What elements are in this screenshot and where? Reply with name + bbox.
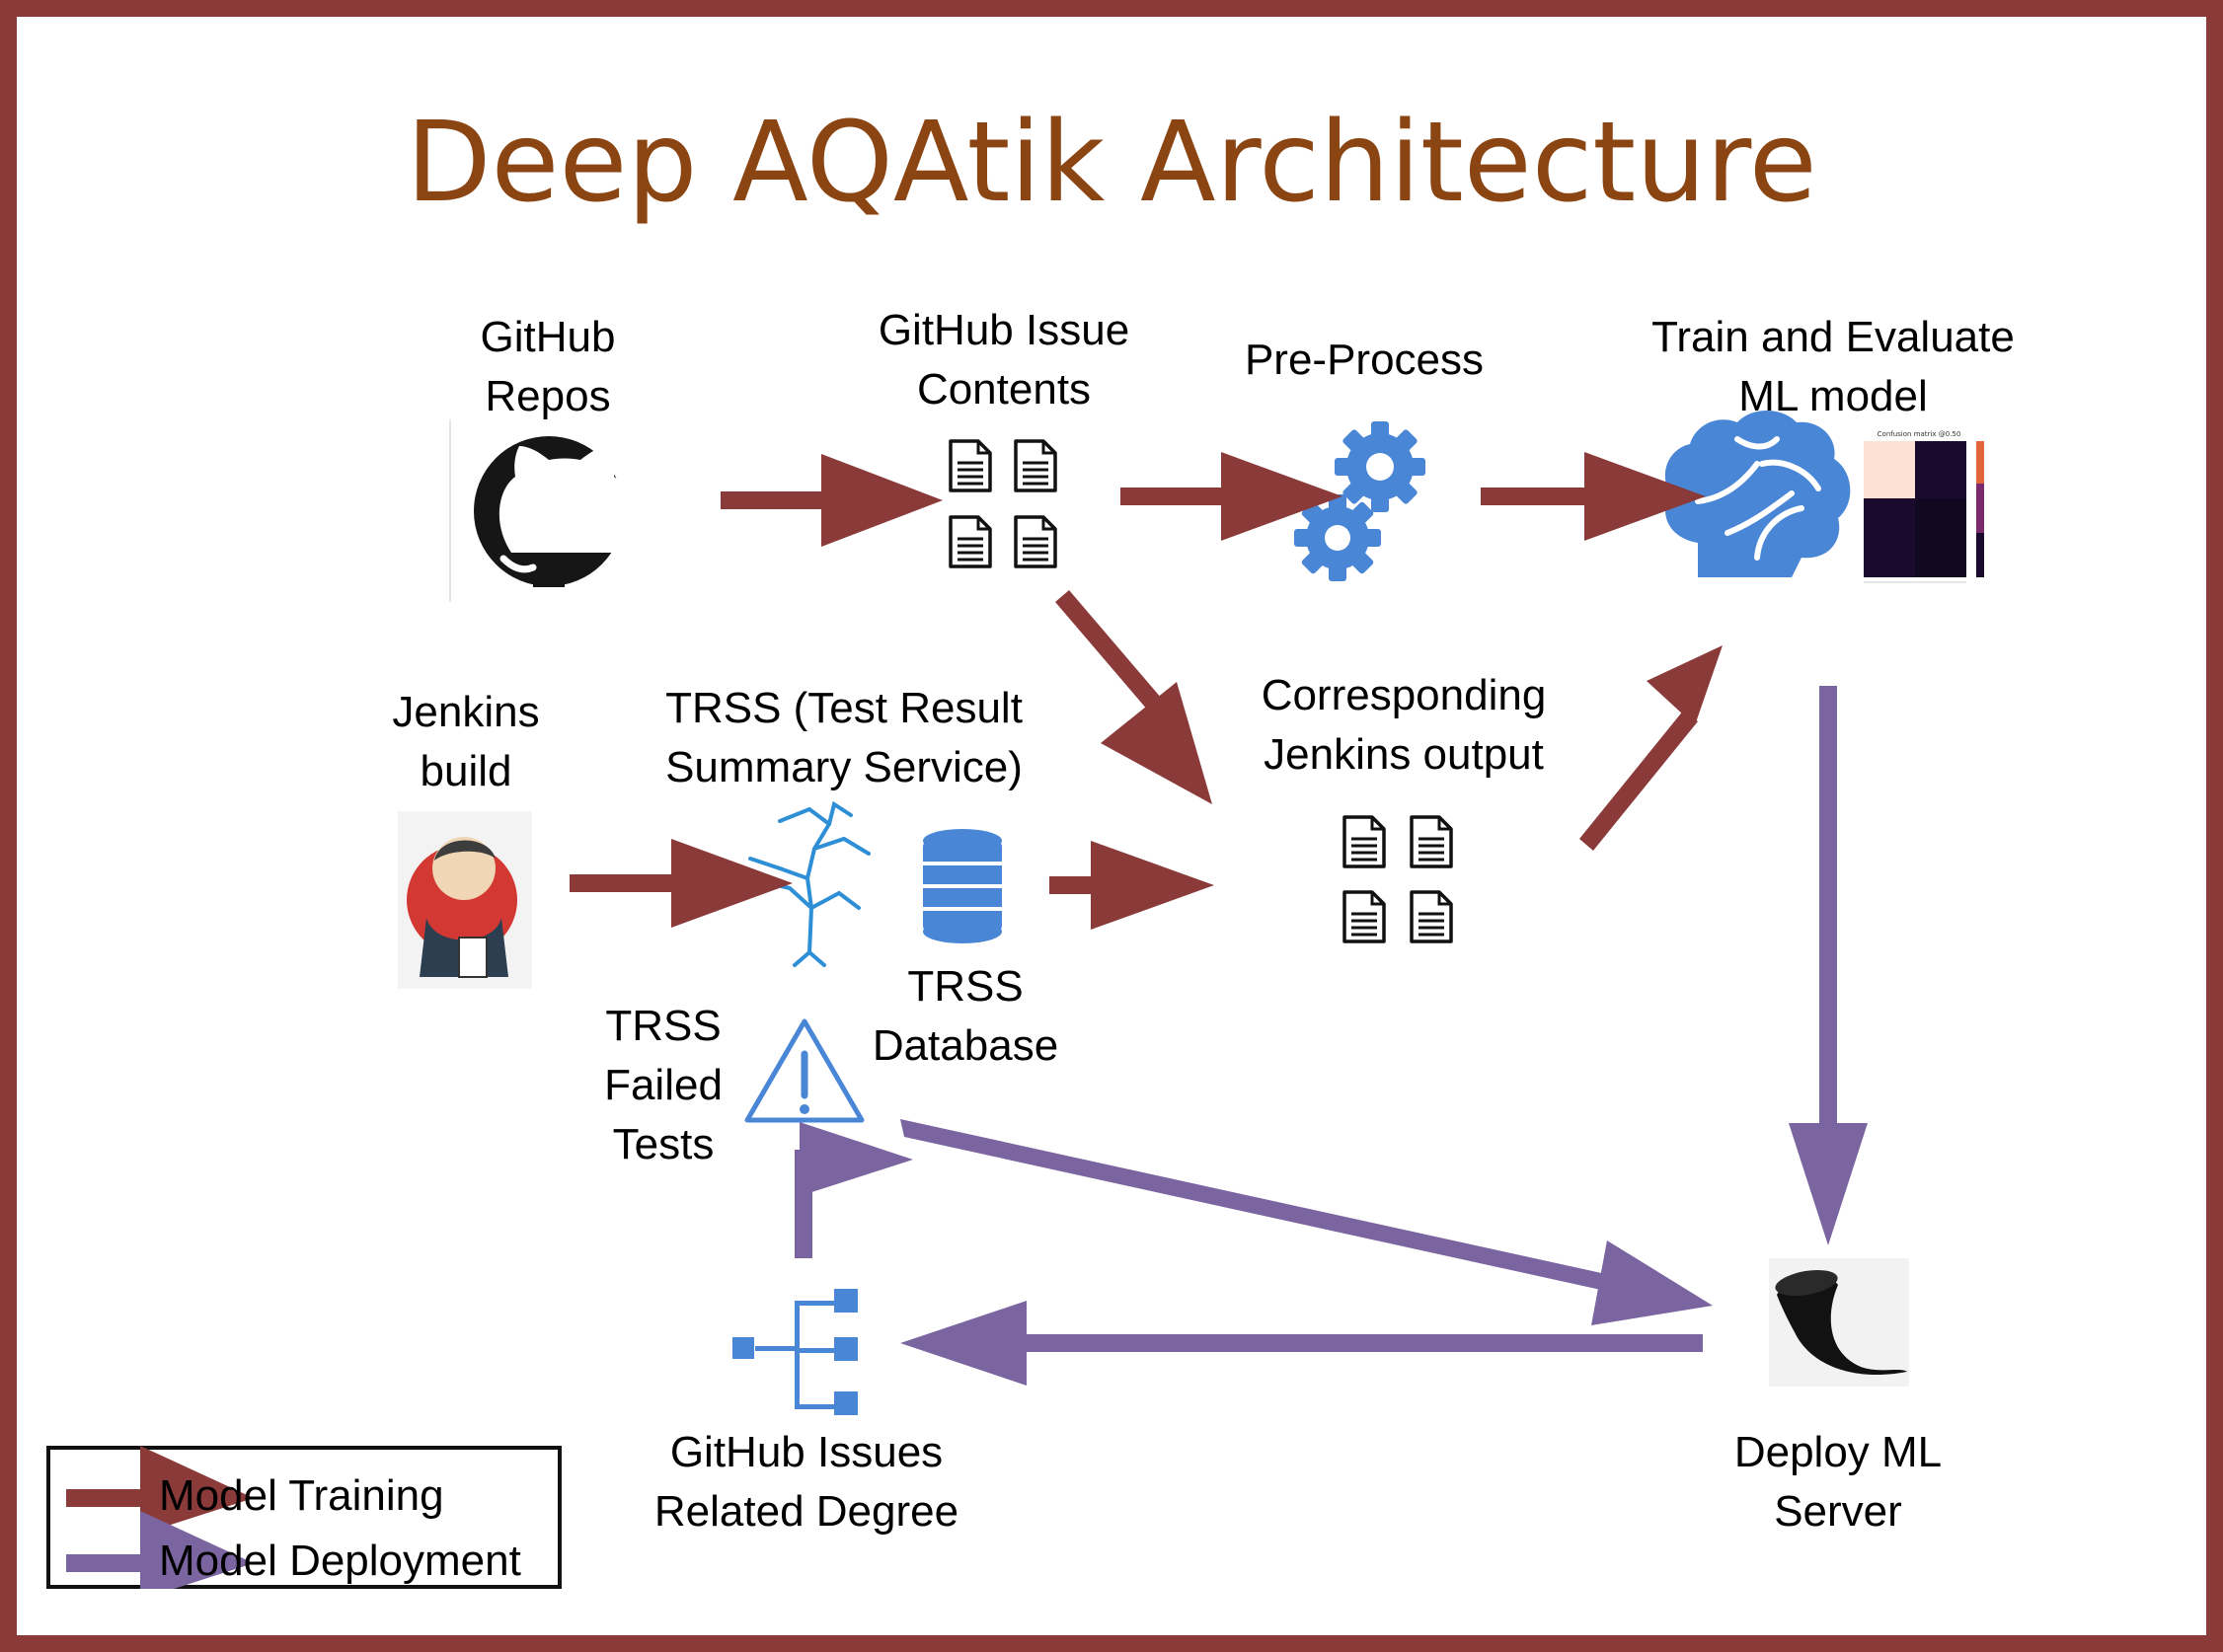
label-line: GitHub Issue	[878, 306, 1130, 354]
gears-icon	[1294, 421, 1425, 581]
brain-icon	[1664, 411, 1851, 577]
label-line: GitHub Issues	[669, 1428, 944, 1476]
issue-contents-documents-icon	[949, 439, 1057, 568]
github-icon	[449, 419, 631, 602]
label-issues-related: GitHub Issues Related Degree	[624, 1423, 989, 1541]
arrow-preprocess-to-train	[1481, 452, 1706, 541]
label-line: TRSS (Test Result	[665, 684, 1023, 732]
arrow-train-to-deploy	[1789, 686, 1868, 1245]
label-line: Summary Service)	[665, 743, 1023, 791]
label-line: Tests	[612, 1120, 715, 1168]
arrow-deploy-to-issues	[900, 1301, 1703, 1386]
label-trss: TRSS (Test Result Summary Service)	[632, 679, 1056, 797]
label-line: Contents	[916, 365, 1092, 413]
flask-horn-icon	[1769, 1258, 1909, 1387]
legend-deployment-label: Model Deployment	[159, 1537, 521, 1585]
jenkins-icon	[398, 811, 532, 989]
label-line: build	[420, 747, 512, 795]
label-jenkins-output: Corresponding Jenkins output	[1236, 666, 1571, 785]
legend-deployment-arrow-icon	[66, 1511, 254, 1589]
confusion-matrix-title: Confusion matrix @0.50	[1878, 430, 1961, 438]
legend: Model Training Model Deployment	[46, 1446, 562, 1589]
label-line: Deploy ML	[1733, 1428, 1943, 1476]
confusion-matrix-thumbnail: Confusion matrix @0.50	[1864, 430, 1984, 583]
warning-icon	[744, 1018, 865, 1123]
label-line: Related Degree	[653, 1487, 959, 1536]
label-line: Server	[1774, 1487, 1902, 1536]
label-github-repos: GitHub Repos	[449, 308, 647, 426]
label-line: Corresponding	[1261, 671, 1547, 719]
arrow-jenkins-output-to-train	[1579, 645, 1723, 851]
arrow-issues-to-failed-tests	[795, 1122, 913, 1258]
label-line: Train and Evaluate	[1651, 313, 2015, 361]
label-line: TRSS	[907, 962, 1024, 1011]
label-line: Database	[872, 1021, 1059, 1070]
training-arrows	[570, 452, 1723, 930]
jenkins-output-documents-icon	[1342, 815, 1453, 943]
arrow-issues-to-jenkins-output	[1055, 590, 1212, 804]
legend-swatches	[66, 1446, 254, 1589]
label-preprocess: Pre-Process	[1216, 331, 1512, 390]
legend-training-label: Model Training	[159, 1471, 444, 1520]
label-deploy-server: Deploy ML Server	[1690, 1423, 1986, 1541]
label-line: Jenkins	[392, 688, 540, 736]
arrow-database-to-jenkins-output	[1049, 841, 1214, 930]
arrow-jenkins-to-trss	[570, 839, 793, 928]
database-icon	[923, 829, 1002, 943]
arrow-repos-to-issues	[721, 454, 943, 547]
label-line: GitHub	[480, 313, 616, 361]
label-line: TRSS	[605, 1002, 722, 1050]
label-train-evaluate: Train and Evaluate ML model	[1611, 308, 2055, 426]
label-line: Pre-Process	[1244, 336, 1485, 384]
tree-icon	[748, 800, 871, 967]
label-line: Jenkins output	[1264, 730, 1544, 779]
hierarchy-icon	[732, 1289, 858, 1415]
deployment-arrows	[795, 686, 1868, 1386]
label-line: Repos	[485, 372, 611, 420]
label-trss-database: TRSS Database	[847, 957, 1084, 1076]
label-issue-contents: GitHub Issue Contents	[846, 301, 1162, 419]
arrow-failed-tests-to-deploy	[900, 1119, 1713, 1325]
page-title: Deep AQAtik Architecture	[406, 99, 1817, 227]
label-jenkins-build: Jenkins build	[367, 683, 565, 801]
label-line: Failed	[604, 1061, 723, 1109]
arrow-issues-to-preprocess	[1120, 452, 1342, 541]
legend-training-arrow-icon	[66, 1446, 254, 1535]
label-trss-failed: TRSS Failed Tests	[575, 997, 752, 1174]
